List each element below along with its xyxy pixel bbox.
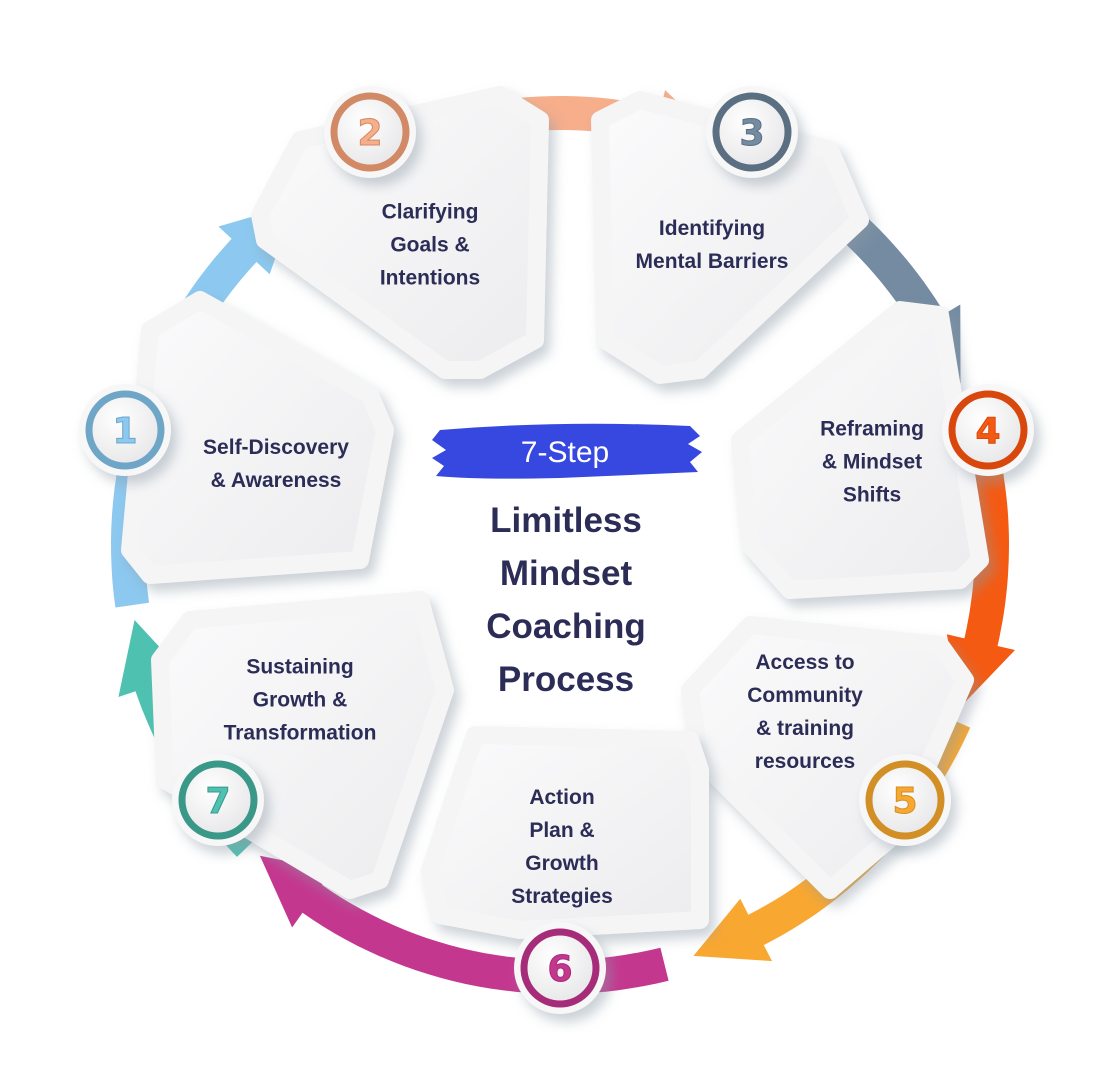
step-card-1 [121, 291, 394, 584]
step-badge-6: 6 [514, 922, 606, 1014]
step-label-line: Clarifying [381, 200, 479, 224]
step-label-line: Shifts [842, 483, 902, 507]
step-label-line: & Mindset [821, 450, 923, 474]
badge-color-ring [178, 760, 258, 840]
step-label-line: Strategies [511, 885, 613, 908]
title-line: Limitless [490, 501, 642, 540]
step-badges: 1 2 3 4 5 6 7 [79, 86, 1034, 1014]
step-label-line: Community [747, 684, 863, 707]
diagram-title: Limitless Mindset Coaching Process [486, 494, 645, 706]
badge-color-ring [330, 92, 410, 172]
step-badge-2: 2 [324, 86, 416, 178]
step-number: 7 [205, 781, 230, 822]
badge-color-ring [712, 92, 792, 172]
step-number: 3 [739, 113, 764, 154]
step-number: 6 [547, 949, 572, 990]
step-card-4 [731, 301, 989, 599]
step-badge-3: 3 [706, 86, 798, 178]
title-line: Coaching [486, 607, 646, 646]
step-label-line: Identifying [658, 217, 766, 240]
step-label-line: Transformation [223, 721, 377, 745]
title-line: Mindset [499, 554, 633, 593]
step-label-line: Plan & [529, 819, 595, 842]
step-number: 4 [975, 411, 1000, 452]
step-number: 1 [112, 411, 137, 452]
badge-color-ring [520, 928, 600, 1008]
step-label-line: & Awareness [210, 469, 342, 492]
badge-color-ring [948, 390, 1028, 470]
step-label-line: Action [529, 786, 595, 809]
step-badge-7: 7 [172, 754, 264, 846]
tag-7-step: 7-Step [520, 436, 610, 469]
step-label-line: Intentions [379, 266, 481, 290]
badge-color-ring [865, 760, 945, 840]
step-badge-4: 4 [942, 384, 1034, 476]
step-label-line: resources [754, 750, 856, 773]
step-label-line: & training [756, 717, 854, 740]
step-cards [121, 86, 989, 939]
step-number: 5 [892, 781, 917, 822]
step-label-line: Access to [755, 651, 855, 674]
step-label-line: Reframing [820, 417, 924, 441]
title-line: Process [497, 660, 635, 699]
step-label-5: Access to Community & training resources [747, 646, 863, 778]
step-card-3 [591, 91, 869, 384]
step-label-line: Self-Discovery [203, 436, 349, 459]
step-label-line: Goals & [390, 233, 470, 257]
step-label-line: Growth [525, 852, 599, 875]
step-label-line: Mental Barriers [635, 250, 789, 273]
step-label-line: Growth & [252, 688, 348, 712]
step-label-line: Sustaining [246, 655, 354, 679]
step-label-1: Self-Discovery & Awareness [203, 431, 349, 497]
step-card-6 [421, 726, 709, 939]
step-number: 2 [357, 113, 382, 154]
step-badge-1: 1 [79, 384, 171, 476]
badge-color-ring [85, 390, 165, 470]
step-badge-5: 5 [859, 754, 951, 846]
